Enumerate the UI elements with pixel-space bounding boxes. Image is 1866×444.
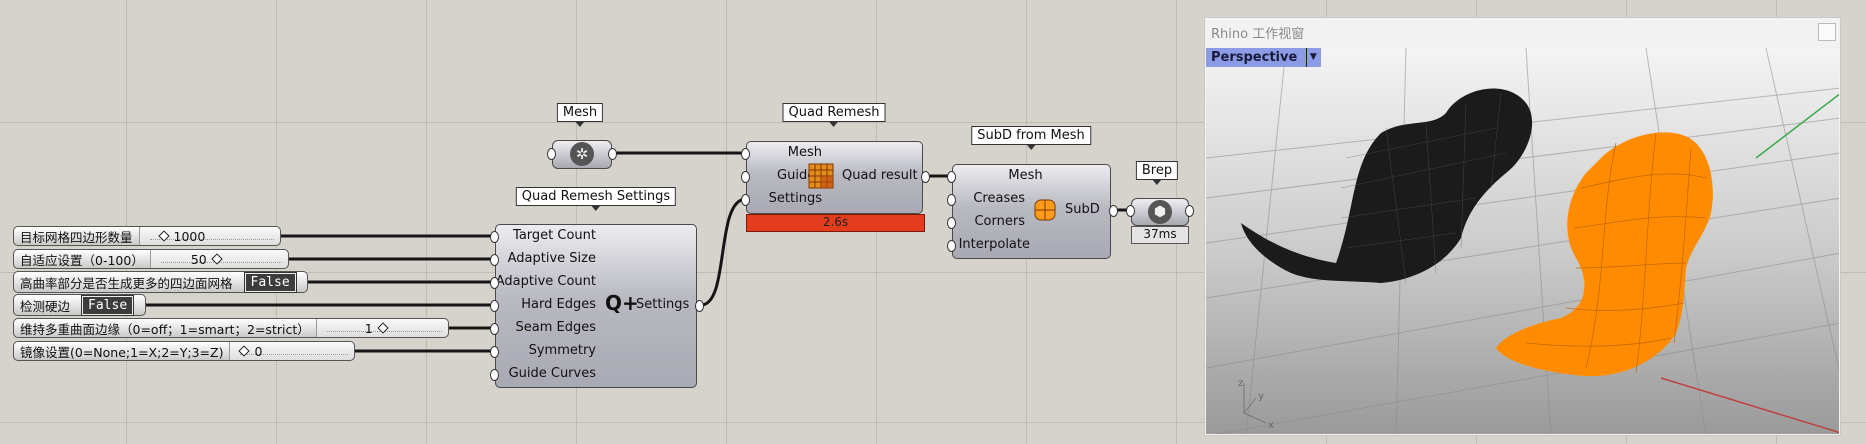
- mesh-param[interactable]: ✲: [552, 140, 612, 169]
- grip[interactable]: [741, 194, 750, 206]
- input-mesh[interactable]: Mesh: [1008, 168, 1043, 183]
- dropdown-chevron-icon[interactable]: ▼: [1306, 48, 1319, 67]
- grip[interactable]: [490, 277, 499, 289]
- input-interpolate[interactable]: Interpolate: [958, 237, 1030, 252]
- axis-label-x: x: [1268, 420, 1274, 431]
- quad-remesh-component[interactable]: Mesh Guides Settings Quad result: [746, 141, 923, 214]
- timer-badge: 37ms: [1131, 226, 1189, 244]
- input-hard-edges[interactable]: Hard Edges: [521, 297, 596, 312]
- slider-label: 镜像设置(0=None;1=X;2=Y;3=Z): [14, 342, 231, 360]
- perspective-viewport[interactable]: z y x Perspective ▼: [1206, 48, 1839, 434]
- output-settings[interactable]: Settings: [636, 297, 690, 312]
- quad-remesh-tag: Quad Remesh: [782, 103, 886, 127]
- brep-param[interactable]: ⬢: [1131, 198, 1189, 226]
- subd-from-mesh-component[interactable]: Mesh Creases Corners Interpolate SubD: [952, 164, 1111, 259]
- adaptive-size-slider[interactable]: 自适应设置（0-100） 50: [13, 249, 289, 269]
- slider-track[interactable]: 1000: [139, 227, 280, 245]
- slider-knob-icon[interactable]: [238, 345, 251, 357]
- subd-model: [1496, 132, 1713, 377]
- slider-value: 50: [190, 251, 207, 267]
- close-icon[interactable]: [1818, 23, 1836, 41]
- slider-track[interactable]: 1: [316, 319, 448, 337]
- quad-remesh-settings-tag: Quad Remesh Settings: [515, 187, 677, 211]
- brep-tag: Brep: [1135, 161, 1179, 185]
- grip[interactable]: [947, 194, 956, 206]
- quad-remesh-icon: [808, 163, 834, 189]
- slider-value: 0: [254, 343, 263, 359]
- brep-param-icon: ⬢: [1148, 200, 1172, 224]
- viewport-name-tab[interactable]: Perspective ▼: [1206, 48, 1322, 67]
- grip[interactable]: [490, 346, 499, 358]
- grip[interactable]: [608, 148, 617, 160]
- slider-label: 自适应设置（0-100）: [14, 250, 151, 268]
- seam-edges-slider[interactable]: 维持多重曲面边缘（0=off；1=smart；2=strict） 1: [13, 318, 449, 338]
- mesh-tag: Mesh: [556, 103, 604, 127]
- q-plus-icon: Q+: [605, 291, 639, 315]
- grip[interactable]: [490, 231, 499, 243]
- toggle-label: 检测硬边: [20, 298, 71, 314]
- grip[interactable]: [1126, 205, 1135, 217]
- grip[interactable]: [947, 217, 956, 229]
- grip[interactable]: [695, 300, 704, 312]
- grip[interactable]: [490, 254, 499, 266]
- grip[interactable]: [921, 171, 930, 183]
- output-quad-result[interactable]: Quad result: [842, 168, 918, 183]
- slider-track[interactable]: 0: [230, 342, 354, 360]
- axis-label-y: y: [1258, 391, 1264, 402]
- mesh-model: [1241, 88, 1533, 284]
- rhino-viewport-window[interactable]: Rhino 工作视窗: [1204, 17, 1841, 436]
- input-target-count[interactable]: Target Count: [513, 228, 596, 243]
- input-mesh[interactable]: Mesh: [787, 145, 822, 160]
- grip[interactable]: [1109, 205, 1118, 217]
- grip[interactable]: [490, 323, 499, 335]
- axis-label-z: z: [1238, 378, 1244, 389]
- slider-knob-icon[interactable]: [211, 253, 223, 265]
- quad-remesh-settings-component[interactable]: Target Count Adaptive Size Adaptive Coun…: [495, 224, 697, 388]
- grip[interactable]: [490, 300, 499, 312]
- target-count-slider[interactable]: 目标网格四边形数量 1000: [13, 226, 281, 246]
- subd-from-mesh-tag: SubD from Mesh: [971, 126, 1091, 150]
- slider-track[interactable]: 50: [150, 250, 288, 268]
- input-corners[interactable]: Corners: [974, 214, 1025, 229]
- input-symmetry[interactable]: Symmetry: [528, 343, 596, 358]
- slider-value: 1: [364, 320, 373, 336]
- slider-label: 目标网格四边形数量: [14, 227, 140, 245]
- input-guide-curves[interactable]: Guide Curves: [508, 366, 596, 381]
- toggle-label: 高曲率部分是否生成更多的四边面网格: [20, 275, 233, 291]
- mesh-param-icon: ✲: [570, 142, 594, 166]
- grip[interactable]: [1185, 205, 1194, 217]
- viewport-name: Perspective: [1211, 50, 1298, 65]
- grip[interactable]: [947, 240, 956, 252]
- input-adaptive-count[interactable]: Adaptive Count: [495, 274, 596, 289]
- grip[interactable]: [547, 148, 556, 160]
- wire-settings-to-quad: [700, 197, 747, 307]
- slider-value: 1000: [173, 228, 206, 244]
- grip[interactable]: [490, 369, 499, 381]
- input-adaptive-size[interactable]: Adaptive Size: [507, 251, 596, 266]
- slider-label: 维持多重曲面边缘（0=off；1=smart；2=strict）: [14, 319, 317, 337]
- symmetry-slider[interactable]: 镜像设置(0=None;1=X;2=Y;3=Z) 0: [13, 341, 355, 361]
- output-subd[interactable]: SubD: [1065, 202, 1100, 217]
- hard-edges-toggle[interactable]: 检测硬边 False: [13, 294, 146, 316]
- slider-knob-icon[interactable]: [157, 230, 170, 242]
- progress-bar: 2.6s: [746, 214, 925, 232]
- axis-gizmo: [1243, 383, 1267, 424]
- input-settings[interactable]: Settings: [768, 191, 822, 206]
- subd-icon: [1034, 199, 1056, 221]
- slider-knob-icon[interactable]: [377, 322, 389, 334]
- grip[interactable]: [741, 171, 750, 183]
- grip[interactable]: [741, 148, 750, 160]
- adaptive-count-toggle[interactable]: 高曲率部分是否生成更多的四边面网格 False: [13, 271, 308, 293]
- toggle-value[interactable]: False: [243, 271, 297, 293]
- grip[interactable]: [947, 171, 956, 183]
- toggle-value[interactable]: False: [81, 294, 135, 316]
- viewport-scene: [1206, 48, 1839, 434]
- input-creases[interactable]: Creases: [973, 191, 1025, 206]
- window-title: Rhino 工作视窗: [1211, 27, 1305, 42]
- input-seam-edges[interactable]: Seam Edges: [515, 320, 596, 335]
